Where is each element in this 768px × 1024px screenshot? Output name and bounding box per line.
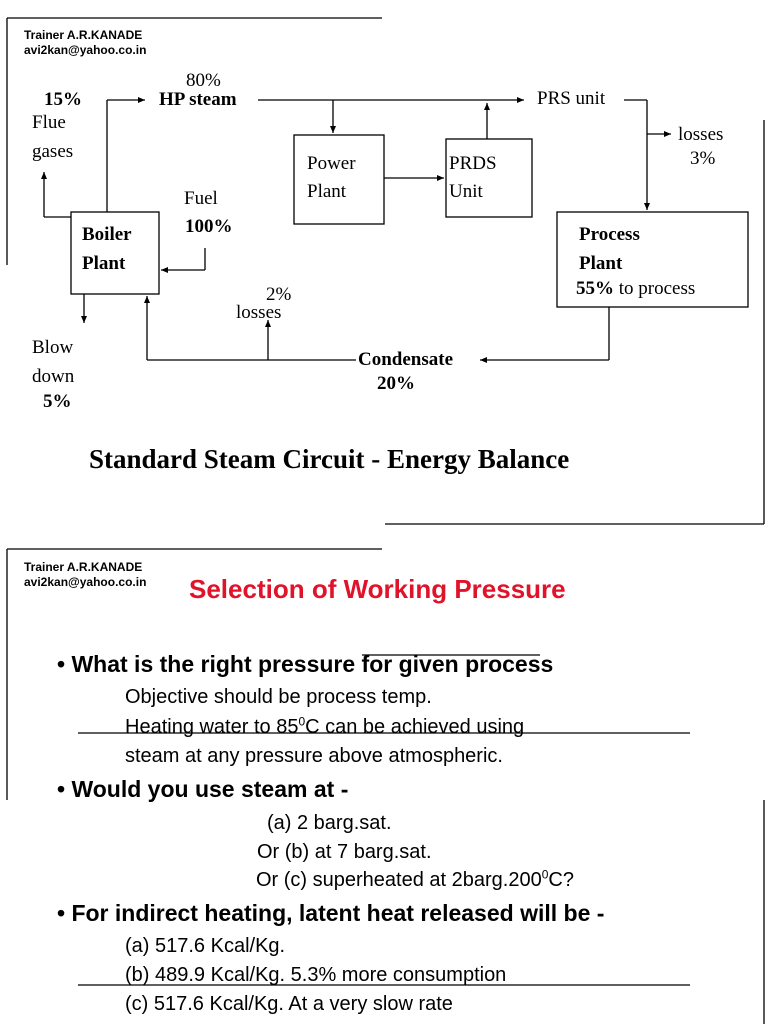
bullet-1-text: What is the right pressure for given pro… bbox=[71, 651, 554, 677]
process-output: 55% to process bbox=[576, 278, 695, 300]
bullet-marker: • bbox=[57, 900, 66, 926]
blowdown-label-2: down bbox=[32, 366, 75, 387]
blowdown-label-1: Blow bbox=[32, 337, 74, 358]
degree-superscript: 0 bbox=[298, 714, 306, 729]
hp-steam-label: HP steam bbox=[159, 89, 237, 110]
losses-right-label: losses bbox=[678, 124, 724, 145]
slide2-trainer-name: Trainer A.R.KANADE bbox=[24, 560, 143, 574]
bullet-2-option-b: Or (b) at 7 barg.sat. bbox=[257, 841, 432, 863]
bullet-3: • For indirect heating, latent heat rele… bbox=[57, 900, 604, 927]
boiler-label-2: Plant bbox=[82, 253, 126, 274]
slide2-trainer-email: avi2kan@yahoo.co.in bbox=[24, 575, 147, 589]
prds-label-1: PRDS bbox=[449, 153, 497, 174]
bullet-1-line-1: Objective should be process temp. bbox=[125, 686, 432, 708]
bullet-1-line-3: steam at any pressure above atmospheric. bbox=[125, 745, 503, 767]
process-label-1: Process bbox=[579, 224, 640, 245]
prs-unit-label: PRS unit bbox=[537, 88, 606, 109]
losses-mid-label: losses bbox=[236, 302, 282, 323]
bullet-2-option-c: Or (c) superheated at 2barg.2000C? bbox=[256, 867, 574, 892]
bullet-3-option-b: (b) 489.9 Kcal/Kg. 5.3% more consumption bbox=[125, 964, 507, 986]
bullet-1-line-2-pre: Heating water to 85 bbox=[125, 716, 299, 738]
bullet-1: • What is the right pressure for given p… bbox=[57, 651, 553, 678]
bullet-1-line-2: Heating water to 850C can be achieved us… bbox=[125, 714, 525, 739]
condensate-label: Condensate bbox=[358, 349, 454, 370]
prds-label-2: Unit bbox=[449, 181, 483, 202]
trainer-email: avi2kan@yahoo.co.in bbox=[24, 43, 147, 57]
blowdown-percent: 5% bbox=[43, 391, 72, 412]
bullet-3-option-a: (a) 517.6 Kcal/Kg. bbox=[125, 935, 286, 957]
bullet-2-option-c-post: C? bbox=[548, 869, 574, 891]
bullet-3-text: For indirect heating, latent heat releas… bbox=[71, 900, 605, 926]
process-plant-box bbox=[556, 211, 749, 308]
bullet-1-line-2-post: C can be achieved using bbox=[305, 716, 525, 738]
flue-percent: 15% bbox=[44, 89, 82, 110]
trainer-name: Trainer A.R.KANADE bbox=[24, 28, 143, 42]
process-output-text: to process bbox=[618, 278, 696, 299]
bullet-2: • Would you use steam at - bbox=[57, 776, 348, 803]
power-plant-label-2: Plant bbox=[307, 181, 347, 202]
power-plant-label-1: Power bbox=[307, 153, 356, 174]
fuel-percent: 100% bbox=[185, 216, 233, 237]
bullet-2-text: Would you use steam at - bbox=[71, 776, 349, 802]
bullet-2-option-c-pre: Or (c) superheated at 2barg.200 bbox=[256, 869, 542, 891]
fuel-label: Fuel bbox=[184, 188, 218, 209]
bullet-marker: • bbox=[57, 776, 66, 802]
slide2-title: Selection of Working Pressure bbox=[189, 574, 566, 604]
hp-percent: 80% bbox=[186, 70, 221, 91]
condensate-percent: 20% bbox=[377, 373, 415, 394]
process-percent: 55% bbox=[576, 278, 614, 299]
losses-mid-percent: 2% bbox=[266, 284, 292, 305]
degree-superscript: 0 bbox=[541, 867, 549, 882]
flue-label-2: gases bbox=[32, 141, 74, 162]
bullet-marker: • bbox=[57, 651, 66, 677]
power-plant-box bbox=[293, 134, 385, 225]
process-label-2: Plant bbox=[579, 253, 623, 274]
bullet-3-option-c: (c) 517.6 Kcal/Kg. At a very slow rate bbox=[125, 993, 453, 1015]
slide1-caption: Standard Steam Circuit - Energy Balance bbox=[89, 444, 570, 474]
boiler-plant-box bbox=[70, 211, 160, 295]
bullet-2-option-a: (a) 2 barg.sat. bbox=[267, 812, 392, 834]
boiler-label-1: Boiler bbox=[82, 224, 132, 245]
prds-unit-box bbox=[445, 138, 533, 218]
flue-label-1: Flue bbox=[32, 112, 66, 133]
losses-right-percent: 3% bbox=[690, 148, 716, 169]
